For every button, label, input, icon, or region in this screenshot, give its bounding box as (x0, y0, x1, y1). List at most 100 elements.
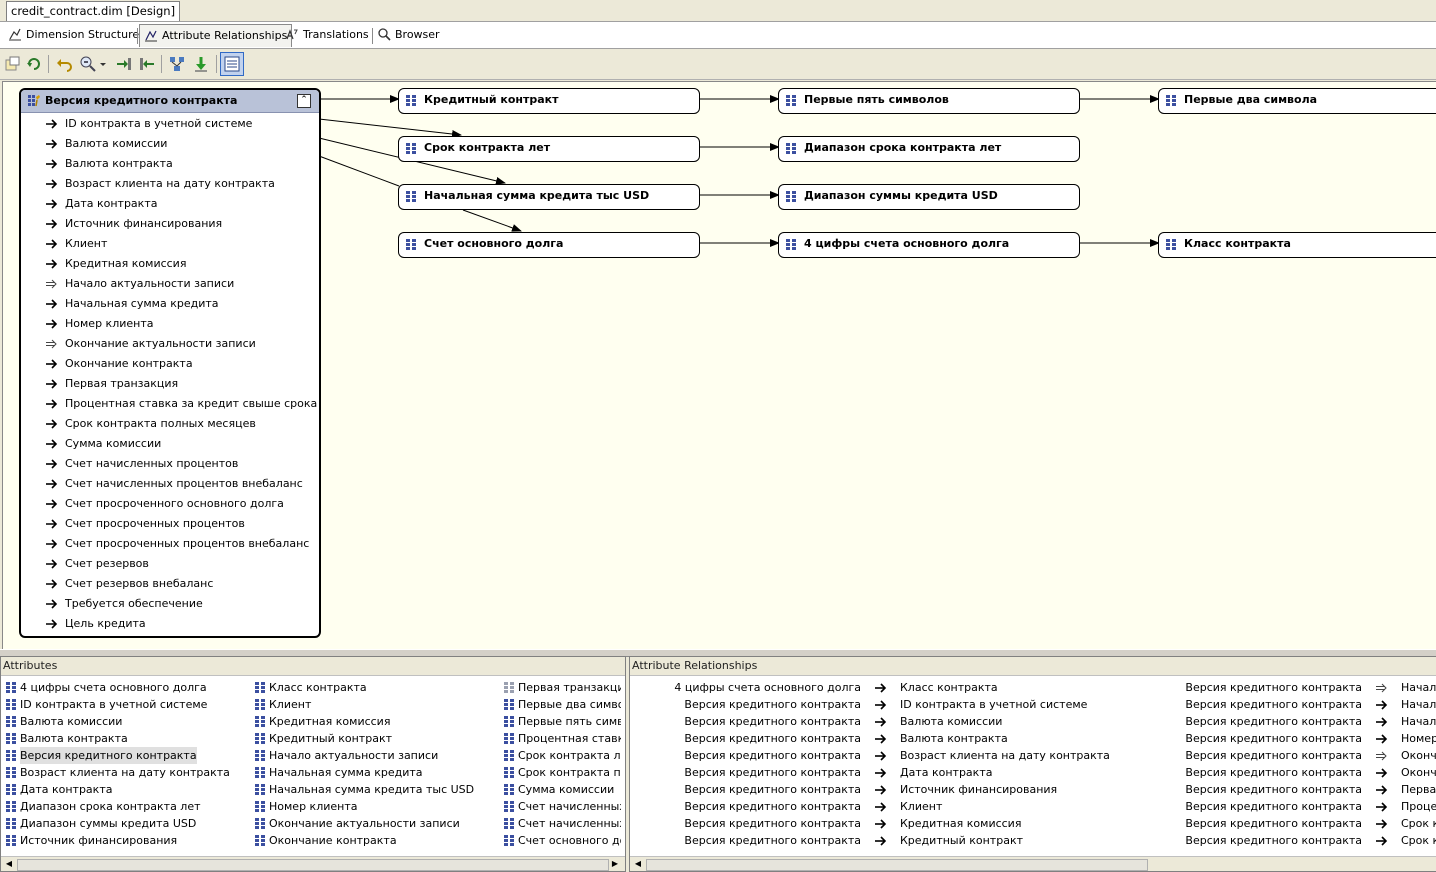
node-contract-class[interactable]: Класс контракта (1158, 232, 1436, 258)
tab-attribute-relationships[interactable]: Attribute Relationships (139, 24, 293, 47)
refresh-icon[interactable] (25, 55, 43, 73)
attribute-list-item[interactable]: Источник финансирования (5, 832, 245, 849)
relationship-row[interactable]: Версия кредитного контрактаНачаль (1132, 713, 1436, 730)
node-initial-amount[interactable]: Начальная сумма кредита тыс USD (398, 184, 700, 210)
relationship-target: Первая (1401, 783, 1436, 796)
scroll-thumb[interactable] (17, 859, 609, 871)
tab-translations[interactable]: Translations (285, 24, 369, 46)
relationship-target: Кредитный контракт (900, 834, 1023, 847)
relationship-row[interactable]: Версия кредитного контрактаНачало (1132, 679, 1436, 696)
attributes-hscrollbar[interactable]: ◀ ▶ (1, 856, 625, 871)
scroll-left-button[interactable]: ◀ (5, 859, 13, 868)
relationship-row[interactable]: Версия кредитного контрактаОконча (1132, 747, 1436, 764)
collapse-button[interactable]: ⌃ (297, 94, 311, 108)
attribute-list-item[interactable]: Класс контракта (254, 679, 494, 696)
attribute-icon (255, 835, 265, 846)
attribute-icon (6, 767, 16, 778)
collapse-icon[interactable] (138, 55, 156, 73)
document-tab[interactable]: credit_contract.dim [Design] (6, 1, 181, 21)
key-attribute-row-label: Счет начисленных процентов внебаланс (65, 477, 303, 490)
attribute-list-item[interactable]: Клиент (254, 696, 494, 713)
properties-icon[interactable] (220, 52, 244, 76)
attribute-list-item[interactable]: Срок контракта полных месяцев (503, 764, 621, 781)
download-icon[interactable] (192, 55, 210, 73)
attribute-list-item[interactable]: Первые два символа (503, 696, 621, 713)
attribute-list-item[interactable]: Диапазон срока контракта лет (5, 798, 245, 815)
attribute-list-item[interactable]: Процентная ставка за кредит свыше срока (503, 730, 621, 747)
attribute-list-item[interactable]: Сумма комиссии (503, 781, 621, 798)
node-amount-range[interactable]: Диапазон суммы кредита USD (778, 184, 1080, 210)
attribute-list-item[interactable]: Кредитная комиссия (254, 713, 494, 730)
key-attribute-row-label: Начальная сумма кредита (65, 297, 219, 310)
layout-icon[interactable] (168, 55, 186, 73)
tab-browser[interactable]: Browser (377, 24, 440, 46)
attribute-list-item[interactable]: Кредитный контракт (254, 730, 494, 747)
attribute-list-item[interactable]: Счет начисленных процентов (503, 798, 621, 815)
attribute-list-item[interactable]: Счет начисленных процентов внебаланс (503, 815, 621, 832)
attribute-list-item[interactable]: Валюта контракта (5, 730, 245, 747)
undo-icon[interactable] (55, 55, 73, 73)
attribute-list-item[interactable]: Окончание контракта (254, 832, 494, 849)
attribute-list-item[interactable]: Версия кредитного контракта (5, 747, 245, 764)
attribute-list-item[interactable]: Начальная сумма кредита (254, 764, 494, 781)
relationship-row[interactable]: Версия кредитного контрактаПроцен (1132, 798, 1436, 815)
attribute-list-item[interactable]: Начало актуальности записи (254, 747, 494, 764)
attribute-name: Диапазон суммы кредита USD (20, 817, 197, 830)
expand-icon[interactable] (115, 55, 133, 73)
attribute-name: Счет начисленных процентов внебаланс (518, 817, 621, 830)
relationship-diagram-canvas[interactable]: Версия кредитного контракта ⌃ ID контрак… (2, 81, 1436, 650)
zoom-icon[interactable] (79, 55, 97, 73)
attribute-list-item[interactable]: Начальная сумма кредита тыс USD (254, 781, 494, 798)
attribute-list-item[interactable]: Возраст клиента на дату контракта (5, 764, 245, 781)
attribute-list-item[interactable]: Первые пять символов (503, 713, 621, 730)
node-first-five-chars[interactable]: Первые пять символов (778, 88, 1080, 114)
key-attribute-row-label: Процентная ставка за кредит свыше срока (65, 397, 318, 410)
scroll-thumb[interactable] (646, 859, 1148, 871)
key-attribute-header[interactable]: Версия кредитного контракта ⌃ (21, 90, 319, 113)
document-tab-bar: credit_contract.dim [Design] (0, 0, 1436, 22)
attribute-list-item[interactable]: 4 цифры счета основного долга (5, 679, 245, 696)
zoom-dropdown-icon[interactable] (98, 55, 108, 73)
attribute-icon (255, 818, 265, 829)
node-term-years[interactable]: Срок контракта лет (398, 136, 700, 162)
scroll-right-button[interactable]: ▶ (611, 859, 619, 868)
attribute-list-item[interactable]: Окончание актуальности записи (254, 815, 494, 832)
attribute-list-item[interactable]: Счет основного долга (503, 832, 621, 849)
attribute-list-item[interactable]: Валюта комиссии (5, 713, 245, 730)
relationship-row[interactable]: Версия кредитного контрактаНачаль (1132, 696, 1436, 713)
node-four-digits[interactable]: 4 цифры счета основного долга (778, 232, 1080, 258)
tab-dimension-structure[interactable]: Dimension Structure (8, 24, 139, 46)
node-credit-contract[interactable]: Кредитный контракт (398, 88, 700, 114)
new-relationship-icon[interactable] (4, 55, 22, 73)
node-term-range[interactable]: Диапазон срока контракта лет (778, 136, 1080, 162)
attribute-name: Версия кредитного контракта (20, 747, 197, 764)
attribute-list-item[interactable]: Дата контракта (5, 781, 245, 798)
relationships-hscrollbar[interactable]: ◀ (630, 856, 1436, 871)
scroll-left-button[interactable]: ◀ (634, 859, 642, 868)
attribute-list-item[interactable]: Первая транзакция (503, 679, 621, 696)
key-attribute-box[interactable]: Версия кредитного контракта ⌃ ID контрак… (19, 88, 321, 638)
attribute-icon (6, 733, 16, 744)
attribute-name: Сумма комиссии (518, 783, 615, 796)
attribute-list-item[interactable]: Диапазон суммы кредита USD (5, 815, 245, 832)
attribute-list-item[interactable]: Срок контракта лет (503, 747, 621, 764)
node-first-two-chars[interactable]: Первые два символа (1158, 88, 1436, 114)
attribute-list-item[interactable]: ID контракта в учетной системе (5, 696, 245, 713)
node-principal-account[interactable]: Счет основного долга (398, 232, 700, 258)
attribute-list-item[interactable]: Номер клиента (254, 798, 494, 815)
relationship-row[interactable]: Версия кредитного контрактаОконча (1132, 764, 1436, 781)
